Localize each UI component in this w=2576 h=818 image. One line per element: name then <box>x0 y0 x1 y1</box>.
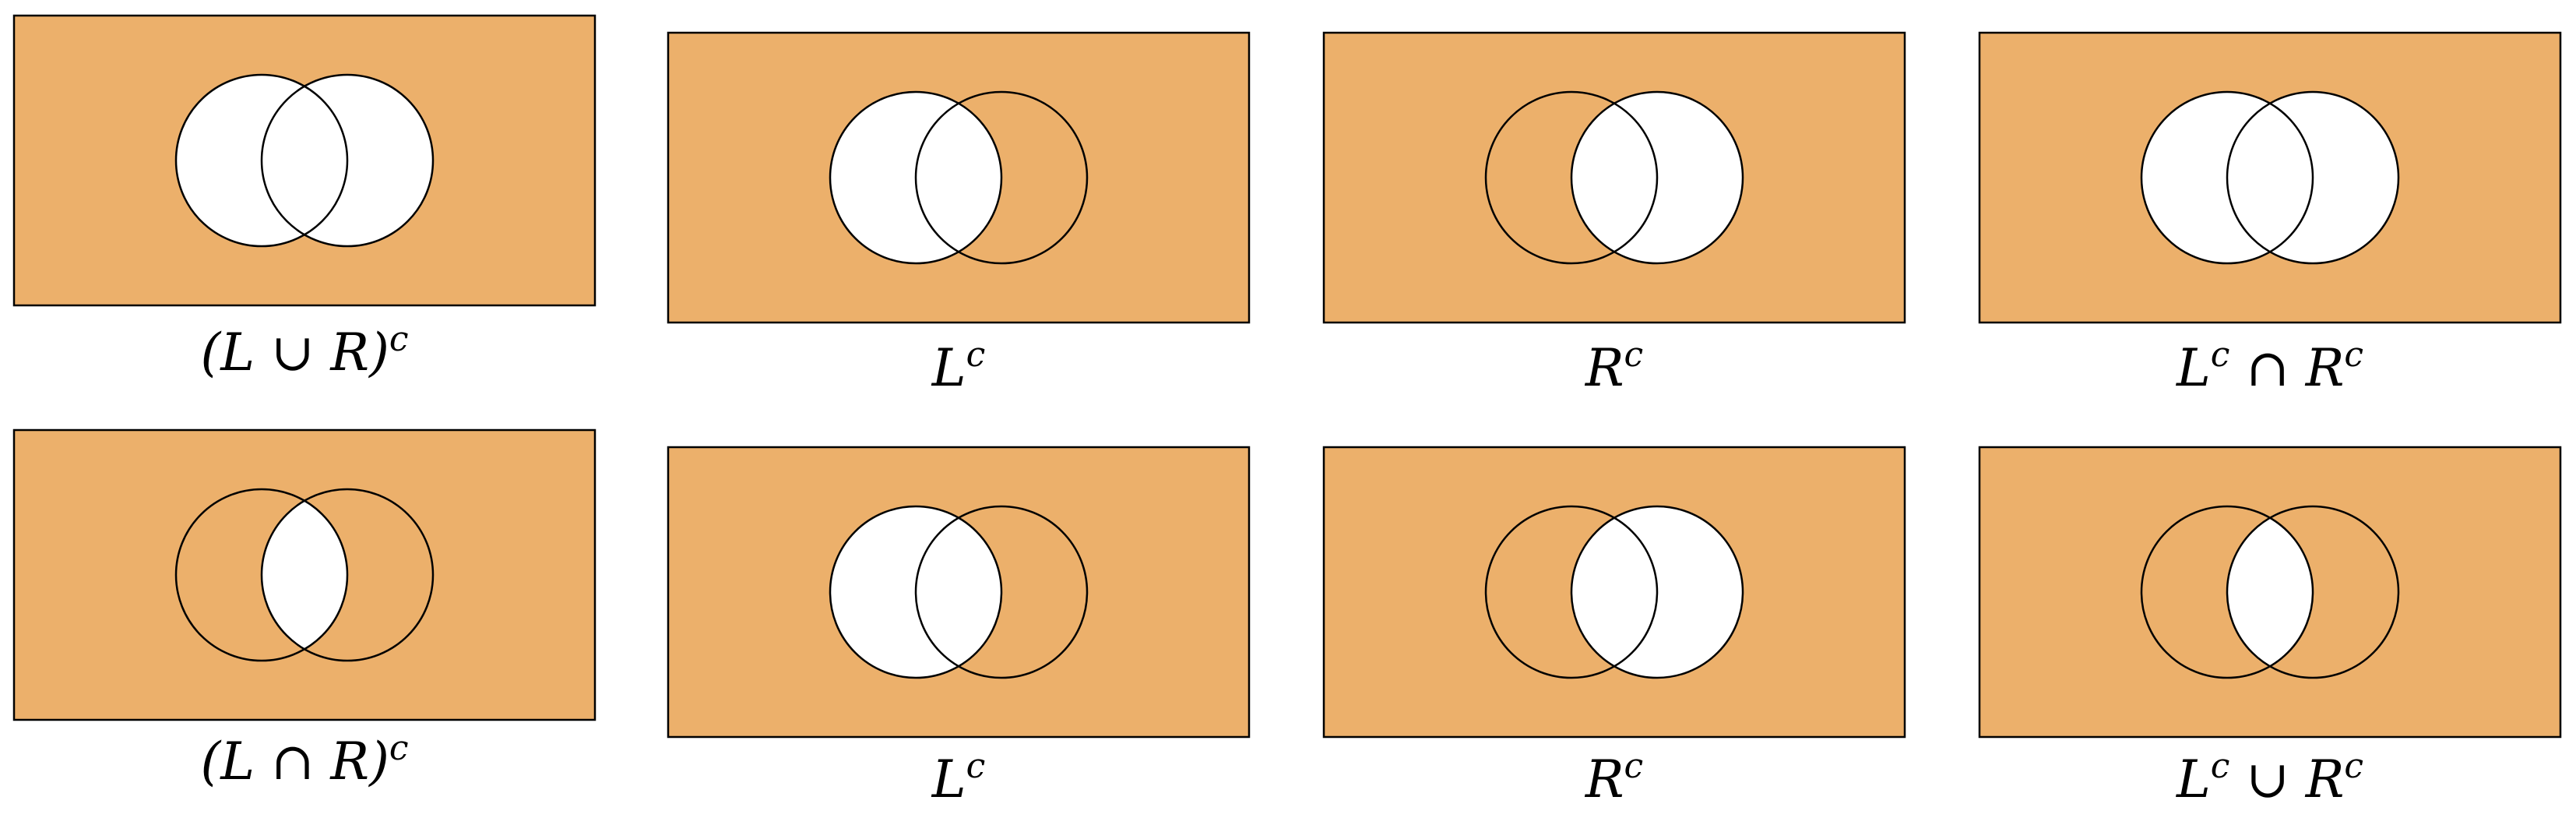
caption-r-complement-2: Rc <box>1585 746 1644 809</box>
venn-panel-7 <box>1322 446 1906 739</box>
circle-l-outline <box>1484 505 1659 679</box>
circle-r-outline <box>2226 505 2400 679</box>
circle-l-outline <box>829 90 1003 265</box>
circle-l-outline <box>1484 90 1659 265</box>
intersection-region-empty <box>262 489 347 661</box>
venn-panel-5 <box>12 428 596 721</box>
venn-panel-4 <box>1978 31 2562 324</box>
caption-l-complement-2: Lc <box>931 746 986 809</box>
circle-r-outline <box>914 90 1089 265</box>
circle-l-outline <box>2140 90 2314 265</box>
venn-panel-2 <box>667 31 1251 324</box>
circle-l-outline <box>174 73 349 248</box>
caption-complement-of-intersection: (L ∩ R)c <box>200 728 409 792</box>
caption-intersection-of-complements: Lc ∩ Rc <box>2176 335 2364 398</box>
caption-complement-of-union: (L ∪ R)c <box>200 319 409 383</box>
circle-r-outline <box>1570 505 1744 679</box>
circle-l-outline <box>174 488 349 662</box>
circle-l-outline <box>2140 505 2314 679</box>
circle-r-outline <box>260 73 435 248</box>
circle-l-outline <box>829 505 1003 679</box>
intersection-region-empty <box>2227 506 2313 678</box>
caption-union-of-complements: Lc ∪ Rc <box>2176 746 2364 809</box>
caption-l-complement: Lc <box>931 335 986 398</box>
venn-panel-1 <box>12 14 596 307</box>
venn-panel-3 <box>1322 31 1906 324</box>
caption-r-complement: Rc <box>1585 335 1644 398</box>
circle-r-outline <box>2226 90 2400 265</box>
circle-r-outline <box>260 488 435 662</box>
venn-panel-6 <box>667 446 1251 739</box>
circle-r-outline <box>1570 90 1744 265</box>
circle-r-outline <box>914 505 1089 679</box>
venn-panel-8 <box>1978 446 2562 739</box>
